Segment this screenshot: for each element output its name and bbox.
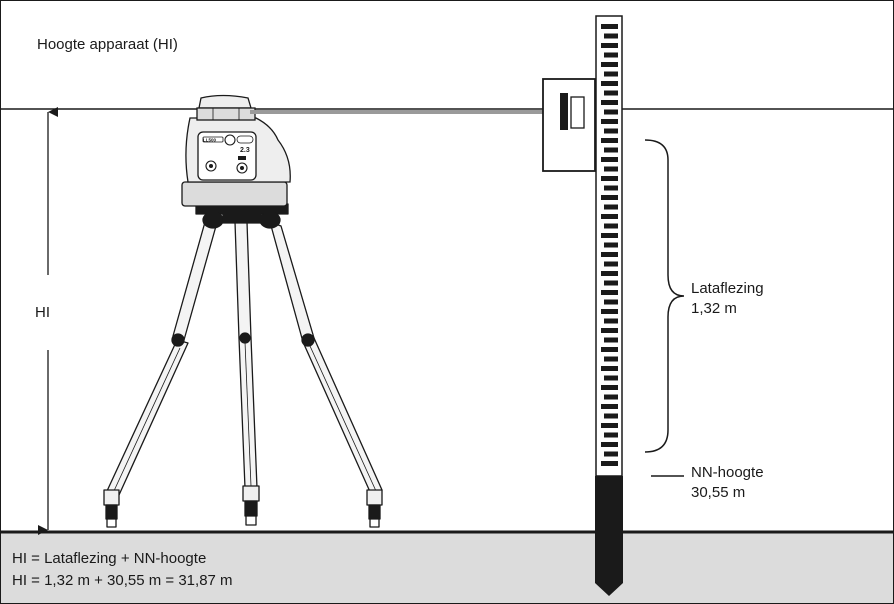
staff-tick — [601, 271, 618, 276]
formula-line-1: HI = Lataflezing + NN-hoogte — [12, 550, 207, 567]
staff-tick — [604, 52, 618, 58]
staff-tick — [604, 128, 618, 134]
staff-tick — [604, 451, 618, 457]
staff-tick — [604, 356, 618, 362]
staff-tick — [604, 280, 618, 286]
staff-tick — [604, 299, 618, 305]
staff-tick — [601, 24, 618, 29]
tripod — [103, 203, 383, 528]
staff-reading-brace — [644, 139, 685, 453]
staff-tick — [601, 461, 618, 466]
staff-tick — [601, 157, 618, 162]
staff-tick — [604, 109, 618, 115]
staff-tick — [601, 233, 618, 238]
staff-tick — [601, 100, 618, 105]
staff-tick — [601, 81, 618, 86]
device-display-text: 2.3 — [240, 147, 250, 154]
benchmark-title: NN-hoogte — [691, 464, 764, 481]
staff-tick — [601, 290, 618, 295]
staff-tick — [604, 147, 618, 153]
staff-graduations — [601, 24, 618, 466]
staff-tick — [604, 413, 618, 419]
staff-tick — [604, 337, 618, 343]
staff-tick — [604, 90, 618, 96]
staff-tick — [604, 33, 618, 39]
staff-tick — [601, 366, 618, 371]
staff-tick — [601, 119, 618, 124]
staff-tick — [601, 138, 618, 143]
staff-tick — [604, 71, 618, 77]
instrument-height-label: Hoogte apparaat (HI) — [37, 36, 178, 53]
laser-receiver — [542, 78, 596, 172]
staff-tick — [604, 394, 618, 400]
benchmark-peg — [595, 476, 623, 596]
staff-tick — [601, 423, 618, 428]
staff-tick — [604, 375, 618, 381]
device-brand-text: LL500 — [203, 138, 217, 143]
staff-tick — [601, 62, 618, 67]
staff-tick — [604, 204, 618, 210]
staff-reading-value: 1,32 m — [691, 300, 737, 317]
staff-tick — [604, 261, 618, 267]
ground-area — [1, 532, 893, 603]
staff-tick — [601, 328, 618, 333]
laser-level — [181, 94, 291, 207]
staff-tick — [601, 195, 618, 200]
leveling-staff — [595, 15, 623, 596]
staff-tick — [601, 385, 618, 390]
staff-tick — [601, 309, 618, 314]
staff-tick — [601, 43, 618, 48]
staff-tick — [601, 404, 618, 409]
staff-tick — [604, 185, 618, 191]
staff-tick — [601, 214, 618, 219]
staff-tick — [601, 252, 618, 257]
staff-tick — [601, 442, 618, 447]
staff-tick — [604, 242, 618, 248]
staff-tick — [604, 318, 618, 324]
staff-tick — [601, 176, 618, 181]
hi-marker-label: HI — [35, 304, 50, 321]
staff-tick — [604, 166, 618, 172]
staff-tick — [604, 432, 618, 438]
staff-tick — [604, 223, 618, 229]
formula-line-2: HI = 1,32 m + 30,55 m = 31,87 m — [12, 572, 233, 589]
benchmark-value: 30,55 m — [691, 484, 746, 501]
staff-reading-title: Lataflezing — [691, 280, 764, 297]
staff-tick — [601, 347, 618, 352]
